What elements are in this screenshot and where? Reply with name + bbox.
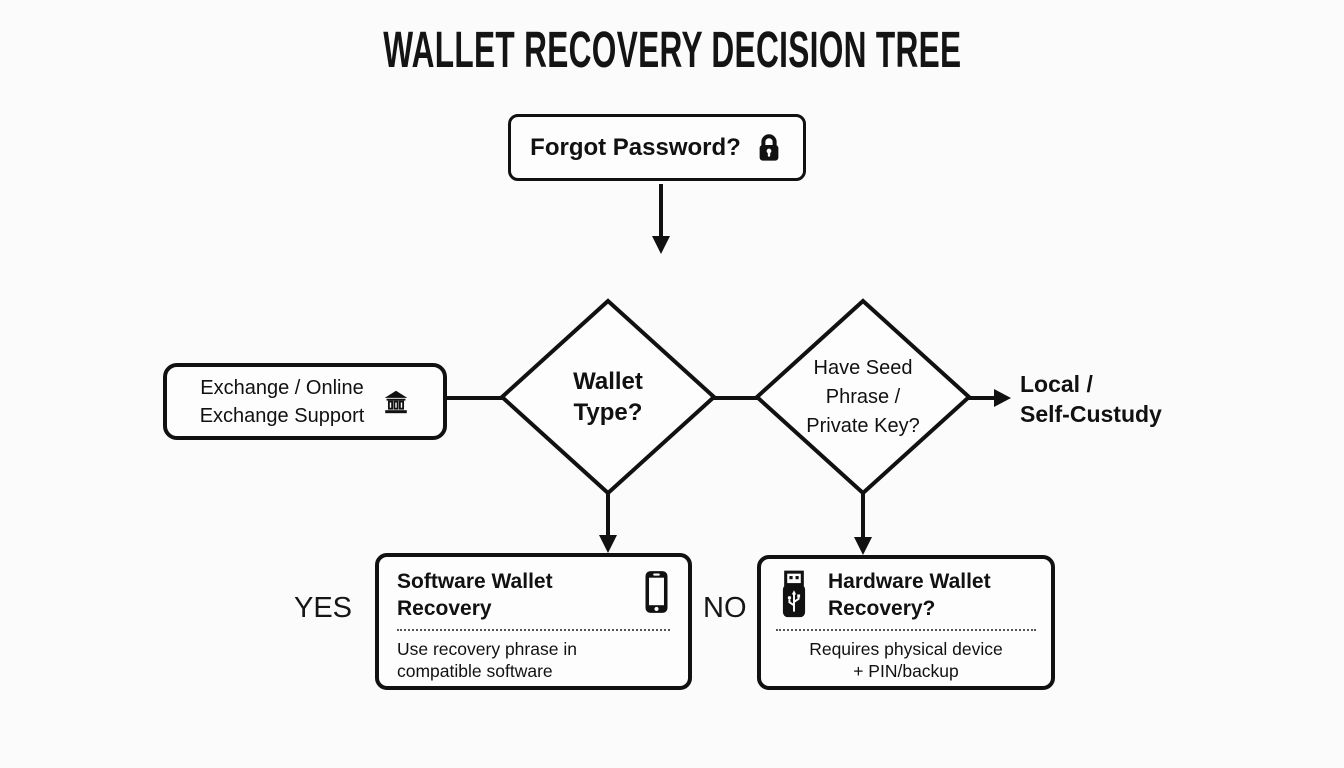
usb-drive-icon bbox=[776, 570, 812, 620]
software-recovery-description: Use recovery phrase in compatible softwa… bbox=[397, 639, 577, 681]
hardware-recovery-description: Requires physical device + PIN/backup bbox=[809, 639, 1003, 681]
arrowhead-right bbox=[994, 389, 1011, 407]
yes-edge-label: YES bbox=[294, 592, 353, 624]
smartphone-icon bbox=[643, 570, 670, 614]
node-software-wallet-recovery: Software Wallet Recovery Use recovery ph… bbox=[375, 553, 692, 690]
node-forgot-password: Forgot Password? bbox=[508, 114, 806, 181]
bank-icon bbox=[382, 388, 410, 416]
forgot-password-label: Forgot Password? bbox=[530, 133, 741, 161]
seed-phrase-diamond bbox=[754, 298, 972, 496]
local-self-custody-label: Local / Self-Custudy bbox=[1020, 371, 1162, 427]
wallet-type-label: Wallet Type? bbox=[573, 368, 643, 426]
no-edge-label: NO bbox=[703, 592, 747, 624]
software-box-divider bbox=[397, 629, 670, 631]
arrowhead-down-1 bbox=[652, 236, 670, 254]
node-hardware-wallet-recovery: Hardware Wallet Recovery? Requires physi… bbox=[757, 555, 1055, 690]
page-title-text: WALLET RECOVERY DECISION TREE bbox=[382, 21, 962, 78]
hardware-recovery-title: Hardware Wallet Recovery? bbox=[828, 570, 991, 620]
wallet-type-diamond bbox=[499, 298, 717, 496]
software-recovery-title: Software Wallet Recovery bbox=[397, 570, 553, 620]
exchange-support-label: Exchange / Online Exchange Support bbox=[199, 376, 365, 427]
node-exchange-support: Exchange / Online Exchange Support bbox=[163, 363, 447, 440]
hardware-box-divider bbox=[776, 629, 1036, 631]
lock-icon bbox=[754, 131, 784, 164]
seed-phrase-label: Have Seed Phrase / Private Key? bbox=[806, 356, 920, 437]
arrowhead-down-3 bbox=[854, 537, 872, 555]
arrowhead-down-2 bbox=[599, 535, 617, 553]
page-title: WALLET RECOVERY DECISION TREE bbox=[0, 20, 1344, 79]
